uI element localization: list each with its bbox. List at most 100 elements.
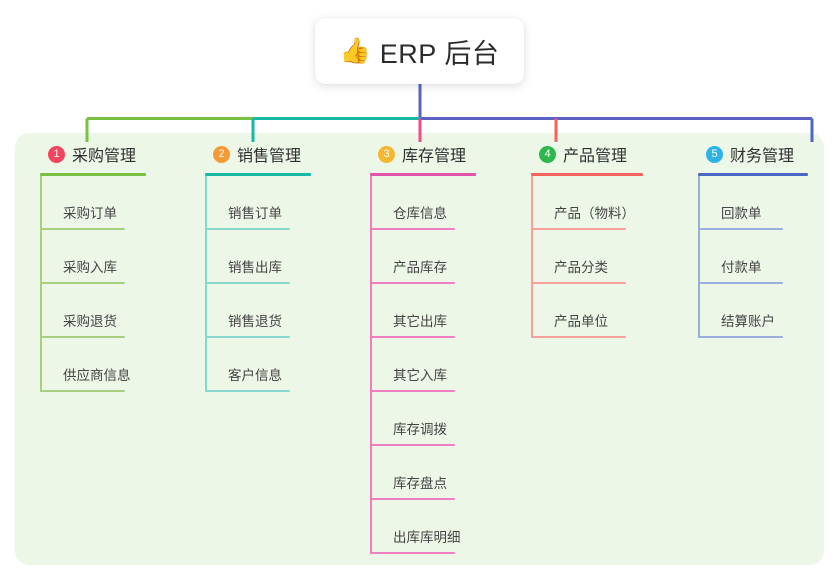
leaf-item[interactable]: 采购订单: [41, 176, 146, 230]
leaf-item[interactable]: 采购入库: [41, 230, 146, 284]
category-column-2: 2 销售管理销售订单销售出库销售退货客户信息: [205, 142, 311, 392]
leaf-item-underline: [532, 282, 626, 284]
leaf-item[interactable]: 采购退货: [41, 284, 146, 338]
leaf-item-label: 库存盘点: [393, 476, 447, 491]
category-title: 销售管理: [237, 148, 302, 165]
leaf-item-underline: [206, 336, 290, 338]
thumbs-up-icon: 👍: [339, 36, 371, 65]
leaf-item-underline: [371, 498, 455, 500]
leaf-item-underline: [371, 228, 455, 230]
category-title: 库存管理: [402, 148, 467, 165]
leaf-item-underline: [371, 282, 455, 284]
leaf-item-label: 销售退货: [228, 314, 282, 329]
leaf-item-underline: [41, 336, 125, 338]
leaf-item-underline: [206, 282, 290, 284]
category-title: 财务管理: [730, 148, 795, 165]
category-column-1: 1 采购管理采购订单采购入库采购退货供应商信息: [40, 142, 146, 392]
root-node-title: ERP 后台: [379, 38, 500, 69]
leaf-item-underline: [371, 336, 455, 338]
leaf-item[interactable]: 出库库明细: [371, 500, 476, 554]
leaf-item[interactable]: 库存调拨: [371, 392, 476, 446]
category-number-badge: 2: [213, 145, 230, 163]
content-panel: [15, 133, 824, 565]
leaf-item[interactable]: 结算账户: [699, 284, 808, 338]
category-header-4[interactable]: 4 产品管理: [531, 142, 643, 166]
category-header-2[interactable]: 2 销售管理: [205, 142, 311, 166]
category-number-badge: 3: [378, 145, 395, 163]
leaf-item[interactable]: 销售出库: [206, 230, 311, 284]
category-items: 仓库信息产品库存其它出库其它入库库存调拨库存盘点出库库明细: [370, 176, 476, 554]
category-spine: [205, 176, 207, 392]
leaf-item[interactable]: 客户信息: [206, 338, 311, 392]
leaf-item-underline: [699, 228, 783, 230]
category-number-badge: 5: [706, 145, 723, 163]
category-title: 产品管理: [563, 148, 628, 165]
category-underline: [40, 173, 146, 176]
leaf-item-underline: [41, 228, 125, 230]
leaf-item-label: 产品分类: [554, 260, 608, 275]
leaf-item-label: 产品单位: [554, 314, 608, 329]
leaf-item-label: 其它出库: [393, 314, 447, 329]
leaf-item-label: 采购入库: [63, 260, 117, 275]
leaf-item[interactable]: 其它出库: [371, 284, 476, 338]
leaf-item-label: 库存调拨: [393, 422, 447, 437]
category-number-badge: 4: [539, 145, 556, 163]
leaf-item-underline: [699, 282, 783, 284]
category-items: 采购订单采购入库采购退货供应商信息: [40, 176, 146, 392]
leaf-item-underline: [371, 444, 455, 446]
leaf-item-label: 产品库存: [393, 260, 447, 275]
category-number-badge: 1: [48, 145, 65, 163]
leaf-item-underline: [371, 390, 455, 392]
leaf-item[interactable]: 库存盘点: [371, 446, 476, 500]
category-underline: [205, 173, 311, 176]
leaf-item-underline: [532, 336, 626, 338]
leaf-item-label: 销售出库: [228, 260, 282, 275]
leaf-item-label: 供应商信息: [63, 368, 131, 383]
leaf-item[interactable]: 其它入库: [371, 338, 476, 392]
category-items: 产品（物料） 产品分类产品单位: [531, 176, 643, 338]
leaf-item-underline: [206, 228, 290, 230]
category-column-3: 3 库存管理仓库信息产品库存其它出库其它入库库存调拨库存盘点出库库明细: [370, 142, 476, 554]
category-column-4: 4 产品管理产品（物料） 产品分类产品单位: [531, 142, 643, 338]
category-header-3[interactable]: 3 库存管理: [370, 142, 476, 166]
category-spine: [531, 176, 533, 338]
leaf-item-label: 回款单: [721, 206, 762, 221]
leaf-item[interactable]: 产品分类: [532, 230, 643, 284]
category-spine: [698, 176, 700, 338]
leaf-item[interactable]: 仓库信息: [371, 176, 476, 230]
leaf-item-label: 出库库明细: [393, 530, 461, 545]
leaf-item[interactable]: 销售订单: [206, 176, 311, 230]
leaf-item-label: 结算账户: [721, 314, 775, 329]
leaf-item-label: 销售订单: [228, 206, 282, 221]
leaf-item-label: 采购订单: [63, 206, 117, 221]
leaf-item[interactable]: 回款单: [699, 176, 808, 230]
category-spine: [40, 176, 42, 392]
leaf-item[interactable]: 供应商信息: [41, 338, 146, 392]
leaf-item-underline: [699, 336, 783, 338]
category-header-5[interactable]: 5 财务管理: [698, 142, 808, 166]
category-column-5: 5 财务管理回款单付款单结算账户: [698, 142, 808, 338]
leaf-item-underline: [371, 552, 455, 554]
leaf-item[interactable]: 产品（物料）: [532, 176, 643, 230]
leaf-item[interactable]: 产品库存: [371, 230, 476, 284]
category-underline: [698, 173, 808, 176]
leaf-item[interactable]: 销售退货: [206, 284, 311, 338]
leaf-item-underline: [206, 390, 290, 392]
category-items: 销售订单销售出库销售退货客户信息: [205, 176, 311, 392]
leaf-item-label: 仓库信息: [393, 206, 447, 221]
leaf-item-label: 采购退货: [63, 314, 117, 329]
leaf-item-label: 产品（物料）: [554, 206, 635, 221]
leaf-item-underline: [41, 282, 125, 284]
leaf-item-underline: [41, 390, 125, 392]
root-node-card[interactable]: 👍 ERP 后台: [315, 18, 524, 84]
leaf-item[interactable]: 付款单: [699, 230, 808, 284]
category-header-1[interactable]: 1 采购管理: [40, 142, 146, 166]
leaf-item-label: 客户信息: [228, 368, 282, 383]
leaf-item[interactable]: 产品单位: [532, 284, 643, 338]
leaf-item-label: 付款单: [721, 260, 762, 275]
category-title: 采购管理: [72, 148, 137, 165]
category-underline: [370, 173, 476, 176]
category-underline: [531, 173, 643, 176]
category-spine: [370, 176, 372, 554]
category-items: 回款单付款单结算账户: [698, 176, 808, 338]
